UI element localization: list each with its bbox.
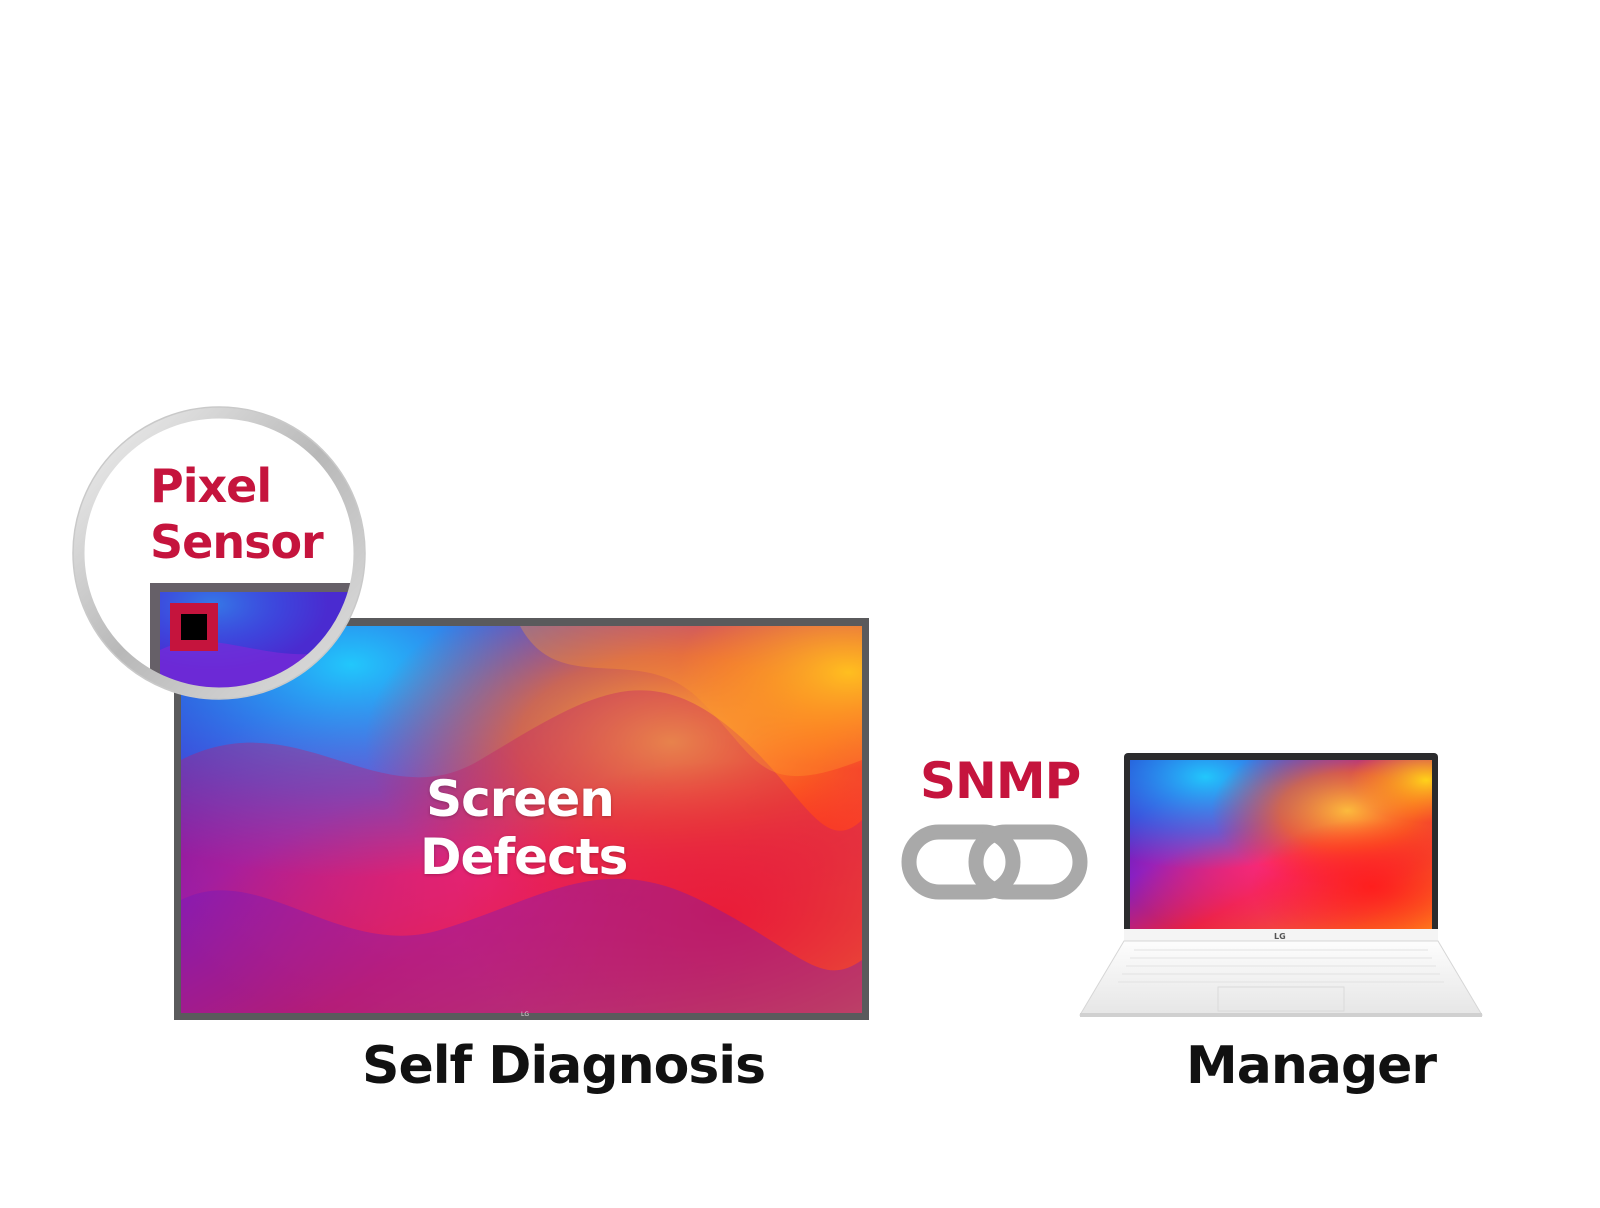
signage-logo: LG [521,1011,529,1018]
signage-display: LG [174,618,869,1020]
signage-screen-image [181,626,862,1013]
screen-defects-line2: Defects [420,828,628,886]
laptop: LG [1079,753,1483,1017]
laptop-keyboard [1118,949,1444,983]
self-diagnosis-caption: Self Diagnosis [362,1036,766,1096]
laptop-chin [1124,929,1438,941]
screen-defects-label: Screen Defects [420,770,628,886]
pixel-sensor-label: Pixel Sensor [150,458,324,570]
pixel-sensor-line1: Pixel [150,459,272,513]
laptop-deck [1079,940,1483,1016]
sensor-pixel [181,614,207,640]
magnifier-ring [73,407,365,699]
laptop-touchpad [1217,986,1345,1012]
laptop-logo: LG [1274,932,1286,941]
screen-defects-line1: Screen [426,770,615,828]
laptop-screen-image [1130,760,1432,929]
snmp-label: SNMP [920,752,1081,810]
pixel-sensor-line2: Sensor [150,515,324,569]
manager-caption: Manager [1186,1036,1437,1096]
chain-link-icon [901,824,1088,900]
pixel-sensor-magnifier [72,406,366,700]
